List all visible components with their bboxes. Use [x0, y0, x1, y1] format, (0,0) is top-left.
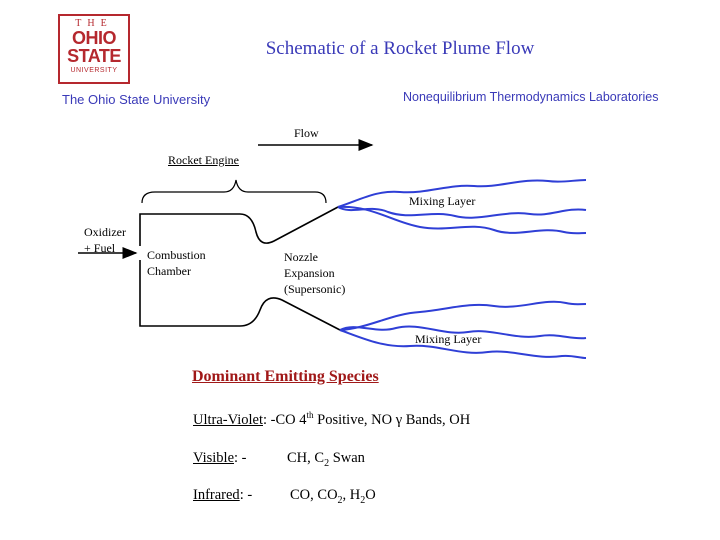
vis-sep: : - [234, 450, 247, 466]
species-uv-row: Ultra-Violet: -CO 4th Positive, NO γ Ban… [193, 410, 470, 429]
uv-label: Ultra-Violet [193, 411, 263, 428]
logo-state: STATE [67, 46, 121, 66]
species-visible-values: CH, C2 Swan [287, 450, 365, 469]
ir-text3: O [365, 487, 376, 503]
engine-wall-lower [139, 260, 341, 331]
species-heading: Dominant Emitting Species [192, 368, 379, 385]
uv-gamma: γ [395, 411, 403, 428]
nozzle-line2: Expansion [284, 266, 335, 280]
vis-text1: CH, C [287, 450, 325, 466]
rocket-engine-label: Rocket Engine [168, 153, 239, 167]
combustion-line1: Combustion [147, 248, 206, 262]
logo-the: THE [75, 18, 113, 29]
ir-sub1: 2 [337, 494, 343, 506]
vis-text2: Swan [329, 450, 365, 466]
logo-ohio: OHIO [71, 28, 117, 48]
engine-brace [141, 179, 327, 204]
flow-label: Flow [294, 126, 319, 140]
uv-sep: : - [263, 411, 276, 428]
mixing-layer-bottom-label: Mixing Layer [415, 332, 482, 346]
header-lab: Nonequilibrium Thermodynamics Laboratori… [403, 90, 659, 104]
ir-text2: , H [342, 487, 361, 503]
combustion-line2: Chamber [147, 264, 191, 278]
ir-label: Infrared [193, 487, 240, 503]
mixing-layer-upper-line1 [337, 206, 587, 219]
osu-logo: THE OHIO STATE UNIVERSITY [58, 14, 130, 84]
species-visible-row: Visible: - [193, 450, 247, 467]
ir-text1: CO, CO [290, 487, 338, 503]
ir-sep: : - [239, 487, 253, 503]
vis-sub: 2 [324, 457, 330, 469]
uv-text3: Bands, OH [402, 411, 471, 428]
mixing-layer-lower-line1 [339, 325, 587, 340]
mixing-layer-lower-line3 [339, 300, 587, 331]
vis-label: Visible [193, 450, 235, 466]
logo-university: UNIVERSITY [70, 67, 118, 74]
nozzle-line3: (Supersonic) [284, 282, 346, 296]
mixing-layer-top-label: Mixing Layer [409, 194, 476, 208]
uv-text2: Positive, NO [313, 411, 396, 428]
header-university: The Ohio State University [62, 92, 211, 107]
oxidizer-line1: Oxidizer [84, 225, 126, 239]
mixing-layer-upper-line3 [337, 205, 587, 235]
nozzle-line1: Nozzle [284, 250, 318, 264]
combustion-chamber-label: Combustion Chamber [147, 247, 206, 279]
species-infrared-values: CO, CO2, H2O [290, 487, 376, 506]
oxidizer-fuel-label: Oxidizer + Fuel [84, 224, 126, 256]
engine-wall-upper [139, 206, 339, 246]
oxidizer-line2: + Fuel [84, 241, 116, 255]
page-title: Schematic of a Rocket Plume Flow [265, 38, 535, 59]
mixing-layer-lower-line2 [339, 329, 587, 359]
ir-sub2: 2 [360, 494, 366, 506]
mixing-layer-upper-line2 [337, 179, 587, 208]
nozzle-expansion-label: Nozzle Expansion (Supersonic) [284, 249, 345, 297]
uv-sup: th [306, 410, 314, 420]
uv-text1: CO 4 [275, 411, 307, 428]
species-infrared-row: Infrared: - [193, 487, 252, 504]
